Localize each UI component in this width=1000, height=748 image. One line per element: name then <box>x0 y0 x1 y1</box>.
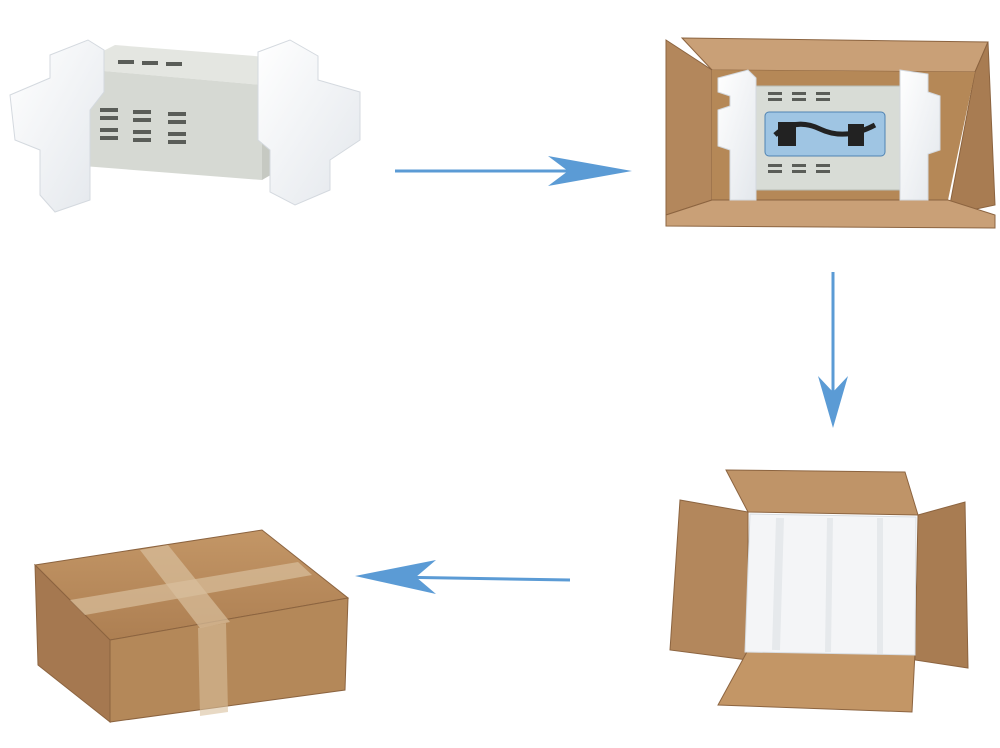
right-foam-cap <box>257 39 361 206</box>
step-3-carton-with-foam-top <box>669 469 969 713</box>
left-foam-cap <box>9 39 105 213</box>
packing-tape-cross <box>140 545 230 628</box>
arrow-left <box>355 560 571 594</box>
carton-front-wall <box>665 199 996 229</box>
device-vents-in-carton <box>768 92 830 173</box>
carton-right-flap <box>947 41 996 216</box>
step-4-sealed-carton <box>33 529 350 724</box>
foam-cap-left-in-carton <box>717 69 757 201</box>
carton-top-flap <box>725 469 919 516</box>
packing-tape-side <box>198 623 228 716</box>
device-top-face <box>70 45 305 85</box>
carton-right-flap-open <box>914 501 969 669</box>
step-2-open-carton-with-device <box>665 37 996 229</box>
carton-left-flap <box>665 39 713 216</box>
foam-cap-right-in-carton <box>899 69 941 201</box>
device-front-face <box>70 68 262 180</box>
carton-left-flap-open <box>669 499 749 661</box>
step-1-device-in-foam <box>9 39 361 213</box>
carton-back-flap <box>680 37 989 73</box>
arrow-down <box>818 272 848 428</box>
carton-bottom-flap <box>717 649 916 713</box>
arrow-right <box>395 156 632 186</box>
device-vent-slots <box>100 60 186 144</box>
sealed-carton-side <box>109 597 349 723</box>
